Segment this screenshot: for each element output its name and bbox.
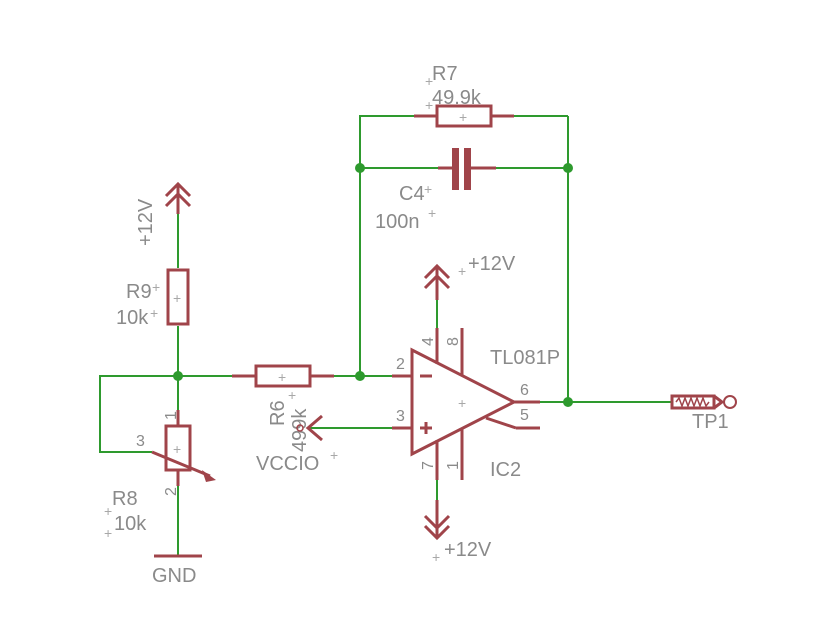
r7-value: 49.9k bbox=[432, 87, 482, 109]
r8-pin2: 2 bbox=[163, 487, 180, 496]
opamp-pin-out: 6 bbox=[520, 382, 529, 399]
svg-text:+: + bbox=[173, 441, 181, 457]
svg-text:+: + bbox=[104, 525, 112, 541]
tp1-zigzag bbox=[675, 395, 710, 409]
r7-name: R7 bbox=[432, 63, 458, 85]
opamp-pin-noninv: 3 bbox=[396, 408, 405, 425]
supply-vee-opamp-bottom: +12V + bbox=[423, 500, 492, 565]
svg-text:+: + bbox=[278, 369, 286, 385]
svg-text:+: + bbox=[425, 97, 433, 113]
vcc-top-left-label: +12V bbox=[135, 198, 157, 246]
r7-origin-mark: + bbox=[459, 109, 467, 125]
r6-value: 499k bbox=[289, 408, 311, 452]
resistor-r7[interactable]: + R7 49.9k + + bbox=[414, 63, 514, 128]
r8-pin1: 1 bbox=[163, 411, 180, 420]
junction-c4-left bbox=[355, 163, 365, 173]
opamp-pin-inv: 2 bbox=[396, 356, 405, 373]
r9-body bbox=[166, 268, 190, 326]
svg-text:+: + bbox=[458, 263, 466, 279]
r8-wiper bbox=[151, 450, 211, 478]
potentiometer-r8[interactable]: + 1 2 3 R8 10k + + bbox=[104, 410, 216, 541]
svg-text:+: + bbox=[152, 279, 160, 295]
vcc-opamp-top-label: +12V bbox=[468, 253, 516, 275]
opamp-pin-8: 8 bbox=[445, 337, 462, 346]
r7-body bbox=[435, 104, 493, 128]
r8-wiper-pin: 3 bbox=[136, 433, 145, 450]
c4-plate-right bbox=[464, 148, 471, 190]
r8-name: R8 bbox=[112, 488, 138, 510]
tp1-body bbox=[670, 394, 716, 410]
opamp-ic2[interactable]: + 2 3 6 5 4 8 7 1 TL081P IC2 bbox=[392, 328, 560, 481]
r9-value: 10k bbox=[116, 307, 149, 329]
svg-text:+: + bbox=[425, 73, 433, 89]
supply-vccio: VCCIO + bbox=[256, 414, 338, 475]
svg-text:+: + bbox=[150, 305, 158, 321]
opamp-pin-1: 1 bbox=[445, 461, 462, 470]
vee-opamp-bottom-label: +12V bbox=[444, 539, 492, 561]
c4-value: 100n bbox=[375, 211, 420, 233]
resistor-r9[interactable]: + R9 10k + + bbox=[116, 268, 190, 329]
r8-value: 10k bbox=[114, 513, 147, 535]
ic2-name: IC2 bbox=[490, 459, 521, 481]
testpoint-tp1[interactable]: TP1 bbox=[670, 394, 737, 433]
opamp-pin-7: 7 bbox=[420, 461, 437, 470]
svg-text:+: + bbox=[173, 290, 181, 306]
resistor-r6[interactable]: + R6 499k + bbox=[232, 364, 334, 452]
opamp-pin-4: 4 bbox=[420, 337, 437, 346]
tp1-name: TP1 bbox=[692, 411, 729, 433]
wire-wiper-loop bbox=[99, 375, 178, 453]
r8-body bbox=[164, 424, 192, 472]
svg-text:+: + bbox=[458, 395, 466, 411]
svg-text:+: + bbox=[428, 205, 436, 221]
svg-text:+: + bbox=[330, 447, 338, 463]
supply-gnd: GND bbox=[152, 554, 202, 587]
r9-name: R9 bbox=[126, 281, 152, 303]
wires bbox=[99, 115, 672, 556]
svg-text:+: + bbox=[432, 549, 440, 565]
capacitor-c4[interactable]: C4 100n + + bbox=[375, 148, 496, 233]
c4-plate-left bbox=[452, 148, 459, 190]
gnd-label: GND bbox=[152, 565, 196, 587]
supply-vcc-opamp-top: +12V + bbox=[423, 253, 516, 300]
supply-vcc-top-left: +12V bbox=[135, 181, 192, 246]
svg-text:+: + bbox=[288, 387, 296, 403]
junctions bbox=[173, 163, 573, 407]
r6-name: R6 bbox=[267, 400, 289, 426]
c4-name: C4 bbox=[399, 183, 425, 205]
svg-text:+: + bbox=[424, 181, 432, 197]
ic2-value: TL081P bbox=[490, 347, 560, 369]
r6-body bbox=[254, 364, 312, 388]
svg-text:+: + bbox=[104, 503, 112, 519]
junction-c4-right bbox=[563, 163, 573, 173]
junction-inv-input bbox=[355, 371, 365, 381]
junction-output bbox=[563, 397, 573, 407]
wire-feedback-r7 bbox=[359, 115, 432, 165]
junction-r9-r6 bbox=[173, 371, 183, 381]
opamp-pin-5: 5 bbox=[520, 407, 529, 424]
vccio-label: VCCIO bbox=[256, 453, 319, 475]
